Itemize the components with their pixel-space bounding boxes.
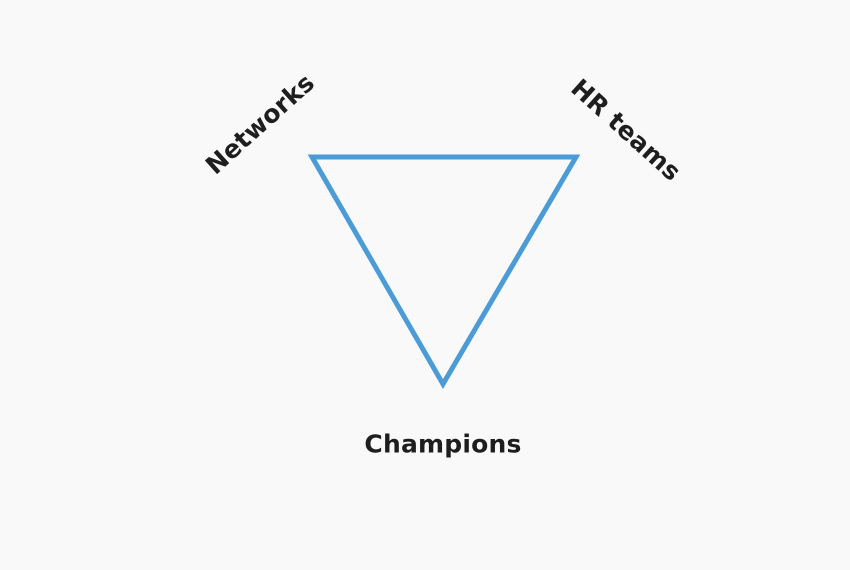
label-champions: Champions — [364, 429, 522, 459]
inverted-triangle — [307, 154, 581, 389]
